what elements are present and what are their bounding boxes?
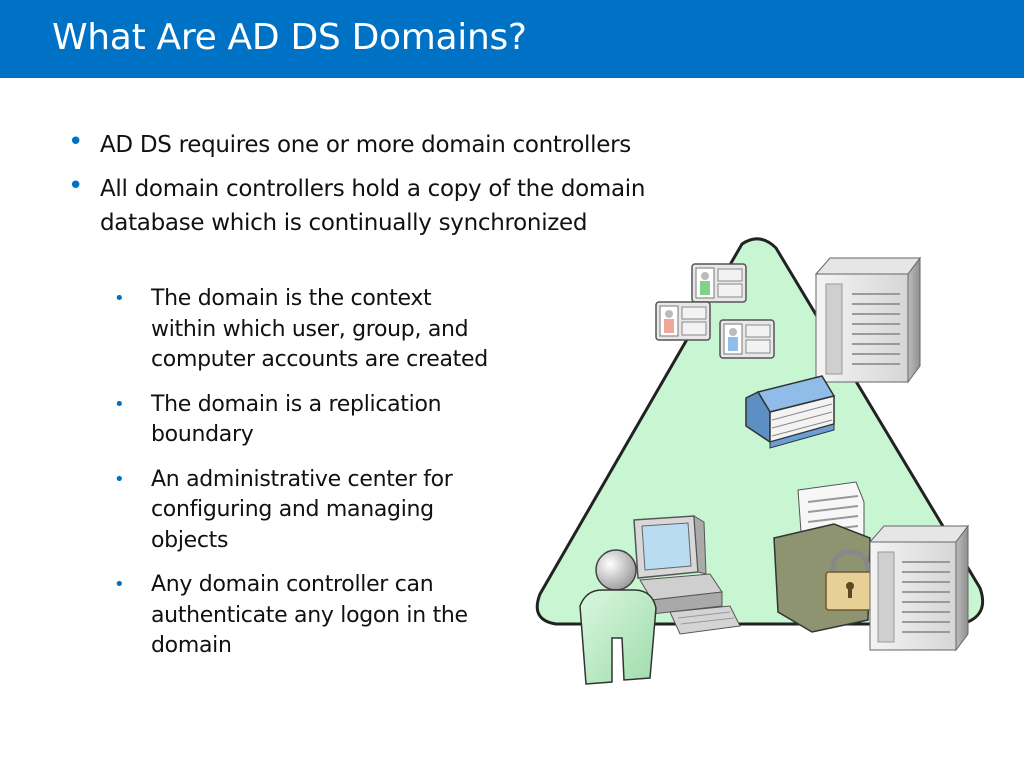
bullet-dot-icon: • [68, 127, 84, 157]
sub-bullet-text: The domain is the context within which u… [151, 286, 488, 372]
main-bullet-list: • AD DS requires one or more domain contr… [68, 127, 748, 250]
user-icon [579, 549, 657, 685]
sub-bullet-text: The domain is a replication boundary [151, 391, 442, 448]
sub-bullet-list: • The domain is the context within which … [112, 284, 532, 676]
bullet-text: AD DS requires one or more domain contro… [100, 132, 631, 158]
sub-bullet-text: An administrative center for configuring… [151, 466, 453, 553]
title-bar: What Are AD DS Domains? [0, 0, 1024, 78]
server-icon [814, 256, 921, 384]
slide-title: What Are AD DS Domains? [52, 17, 527, 58]
database-binder-icon [745, 375, 836, 449]
server-icon [868, 524, 969, 652]
user-accounts-icon [655, 263, 775, 359]
bullet-dot-icon: • [114, 468, 125, 490]
bullet-dot-icon: • [68, 171, 84, 201]
sub-bullet: • The domain is a replication boundary [112, 390, 501, 451]
bullet-dot-icon: • [114, 393, 125, 415]
bullet-dot-icon: • [114, 288, 125, 309]
main-bullet: • All domain controllers hold a copy of t… [68, 171, 748, 240]
sub-bullet-text: Any domain controller can authenticate a… [151, 572, 468, 658]
sub-bullet: • The domain is the context within which … [112, 284, 501, 376]
bullet-dot-icon: • [114, 574, 125, 595]
locked-folder-icon [773, 481, 875, 633]
main-bullet: • AD DS requires one or more domain contr… [68, 127, 748, 162]
domain-illustration [535, 237, 985, 685]
sub-bullet: • Any domain controller can authenticate … [112, 570, 501, 662]
bullet-text: All domain controllers hold a copy of th… [100, 176, 646, 236]
sub-bullet: • An administrative center for configurin… [112, 465, 501, 557]
